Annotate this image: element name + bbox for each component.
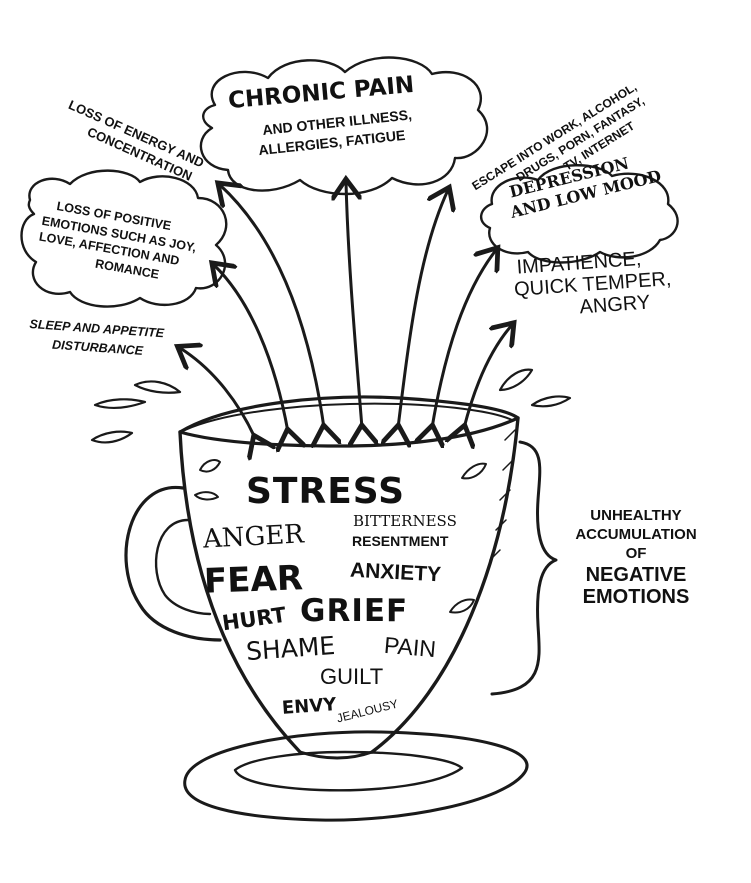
cup-rim-inner	[184, 402, 513, 431]
splash-right-1	[498, 368, 534, 392]
splash-left-2	[133, 380, 182, 394]
bracket-line: ACCUMULATION	[575, 526, 697, 543]
splash-cup-2	[194, 491, 219, 501]
bracket-line: NEGATIVE	[585, 564, 687, 586]
word-pain: PAIN	[383, 631, 438, 663]
word-bitterness: BITTERNESS	[353, 512, 457, 530]
arrow-loss-energy	[220, 185, 324, 428]
cloud-loss-positive	[20, 169, 228, 308]
splash-left-1	[93, 398, 147, 409]
word-grief: GRIEF	[300, 593, 409, 629]
splash-cup-1	[199, 459, 221, 473]
word-fear: FEAR	[203, 558, 304, 602]
word-anxiety: ANXIETY	[349, 558, 442, 587]
splash-right-2	[530, 395, 572, 408]
bracket-line: EMOTIONS	[582, 586, 690, 608]
word-envy: ENVY	[281, 694, 337, 719]
cup-right-hatch	[489, 429, 516, 561]
label-impatience: IMPATIENCE, QUICK TEMPER, ANGRY	[512, 247, 674, 322]
cup-handle-outer	[124, 485, 222, 642]
arrow-chronic-pain	[346, 182, 362, 428]
cup-body-left	[178, 430, 302, 754]
cup-body-right	[370, 416, 520, 754]
bracket-line: UNHEALTHY	[590, 507, 682, 524]
splash-left-3	[90, 430, 134, 444]
bracket	[490, 440, 558, 696]
word-shame: SHAME	[245, 630, 337, 667]
splash-cup-4	[449, 598, 475, 614]
arrow-escape	[398, 190, 448, 428]
cup-handle-inner	[154, 518, 212, 616]
cloud-chronic-pain	[199, 56, 489, 196]
splash-cup-3	[461, 462, 487, 480]
saucer-inner	[233, 750, 464, 792]
word-guilt: GUILT	[320, 664, 384, 689]
bracket-line: OF	[625, 545, 647, 562]
label-chronic-pain: CHRONIC PAIN AND OTHER ILLNESS, ALLERGIE…	[227, 72, 415, 158]
bracket-label: UNHEALTHY ACCUMULATION OF NEGATIVE EMOTI…	[556, 508, 716, 607]
word-anger: ANGER	[202, 519, 305, 555]
word-stress: STRESS	[246, 471, 406, 512]
arrow-impatience	[464, 325, 512, 428]
saucer-outer	[183, 730, 529, 822]
word-resentment: RESENTMENT	[352, 533, 449, 549]
